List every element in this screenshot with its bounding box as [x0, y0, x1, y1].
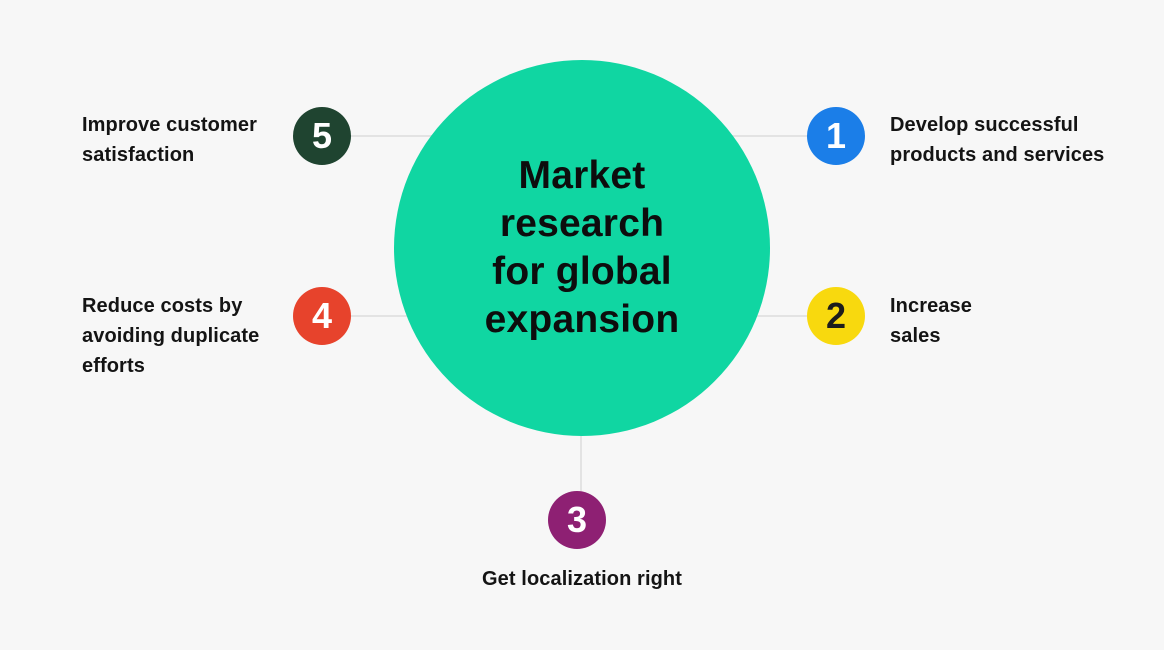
- step-label-line: sales: [890, 325, 941, 347]
- step-label-2: Increase sales: [890, 291, 972, 351]
- step-number-5: 5: [311, 115, 333, 156]
- diagram-title-line: for global: [492, 250, 672, 293]
- diagram-title-line: Market: [518, 154, 646, 197]
- step-label-line: Reduce costs by: [82, 295, 243, 317]
- step-label-line: efforts: [82, 355, 145, 377]
- step-badge-2: 2: [807, 287, 865, 345]
- diagram-title-line: research: [499, 202, 665, 245]
- step-number-4: 4: [311, 295, 333, 336]
- step-badge-5: 5: [293, 107, 351, 165]
- step-label-line: avoiding duplicate: [82, 325, 260, 347]
- step-label-5: Improve customer satisfaction: [82, 110, 257, 170]
- step-label-line: Develop successful: [890, 114, 1079, 136]
- step-number-3: 3: [566, 499, 588, 540]
- step-label-3: Get localization right: [0, 564, 1164, 594]
- step-label-4: Reduce costs by avoiding duplicate effor…: [82, 291, 259, 381]
- center-circle: Market research for global expansion: [394, 60, 770, 436]
- step-number-2: 2: [825, 295, 847, 336]
- step-badge-4: 4: [293, 287, 351, 345]
- diagram-title-line: expansion: [484, 298, 680, 341]
- step-label-line: Improve customer: [82, 114, 257, 136]
- step-label-line: satisfaction: [82, 144, 195, 166]
- diagram-title: Market research for global expansion: [485, 152, 680, 344]
- step-label-line: products and services: [890, 144, 1105, 166]
- step-label-line: Increase: [890, 295, 972, 317]
- step-badge-3: 3: [548, 491, 606, 549]
- step-label-1: Develop successful products and services: [890, 110, 1104, 170]
- step-number-1: 1: [825, 115, 847, 156]
- step-label-line: Get localization right: [482, 568, 682, 590]
- step-badge-1: 1: [807, 107, 865, 165]
